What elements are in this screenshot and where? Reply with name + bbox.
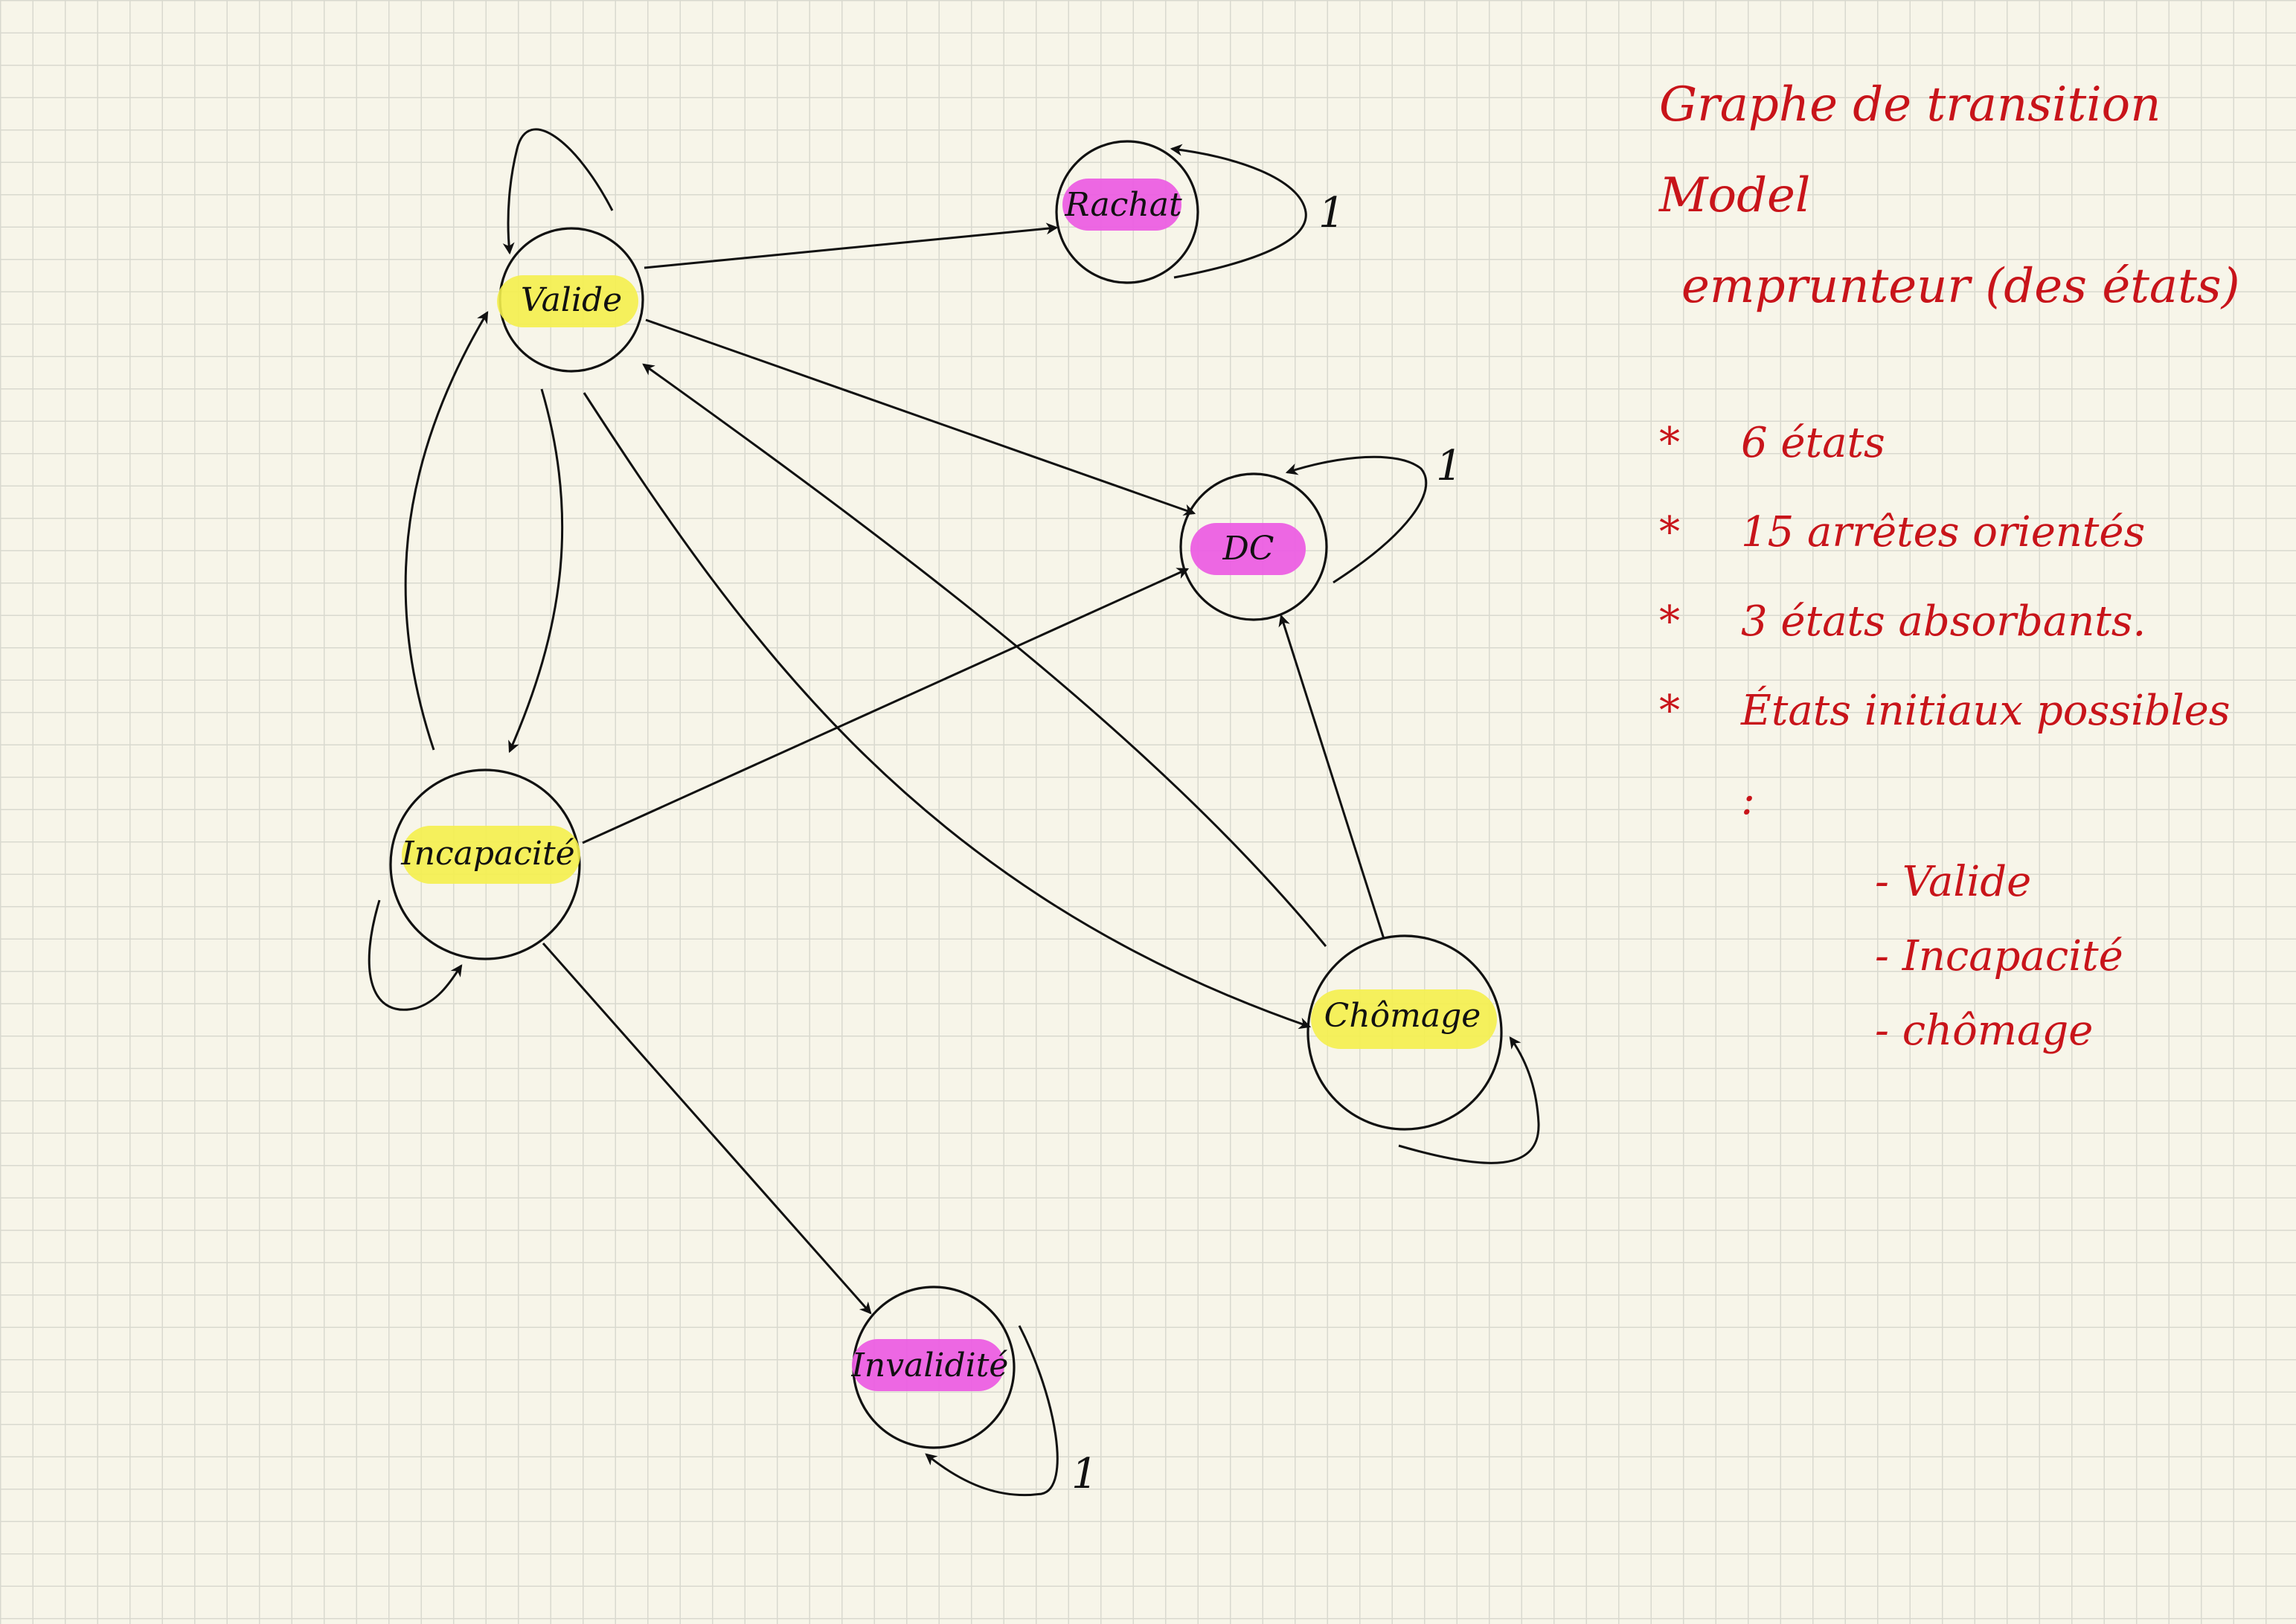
notes-title-line-1: Graphe de transition Model: [1659, 77, 2161, 223]
node-chomage-circle: [1306, 934, 1503, 1131]
bullet-star-icon: *: [1659, 419, 1680, 467]
loop-labels: 1 1 1: [1071, 189, 1463, 1498]
edge-chomage-valide: [642, 363, 1327, 947]
edge-chomage-dc: [1278, 614, 1385, 940]
edge-valide-chomage: [583, 392, 1312, 1030]
edge-dc-dc: [1285, 455, 1428, 584]
bullet-star-icon: *: [1659, 687, 1680, 735]
edge-invalidite-invalidite: [925, 1325, 1059, 1497]
node-chomage: Chômage: [1306, 934, 1503, 1131]
edge-incapacite-valide: [404, 311, 489, 751]
note-text: 6 états: [1741, 419, 1885, 467]
highlight-valide: [497, 275, 638, 327]
edge-valide-rachat: [644, 222, 1059, 269]
note-text: 15 arrêtes orientés: [1741, 508, 2146, 556]
initial-state-valide: - Valide: [1875, 858, 2032, 906]
edge-label-invalidite: 1: [1071, 1450, 1098, 1498]
label-chomage: Chômage: [1324, 997, 1481, 1035]
edge-incapacite-invalidite: [542, 943, 872, 1315]
edge-rachat-rachat: [1170, 144, 1307, 279]
bullet-star-icon: *: [1659, 597, 1680, 646]
label-valide: Valide: [521, 281, 622, 319]
note-initial-states: * États initiaux possibles :: [1659, 667, 2254, 845]
edge-valide-incapacite: [508, 388, 564, 754]
node-dc: DC: [1179, 472, 1328, 621]
label-dc: DC: [1222, 530, 1274, 568]
notes-list: * 6 états * 15 arrêtes orientés * 3 état…: [1659, 399, 2254, 1068]
node-incapacite-circle: [389, 768, 581, 960]
note-text: 3 états absorbants.: [1741, 597, 2146, 646]
label-rachat: Rachat: [1064, 186, 1182, 224]
label-invalidite: Invalidité: [851, 1347, 1009, 1384]
note-states-count: * 6 états: [1659, 399, 2254, 488]
bullet-star-icon: *: [1659, 508, 1680, 556]
label-incapacite: Incapacité: [400, 835, 574, 873]
highlight-dc: [1190, 523, 1306, 575]
edge-chomage-chomage: [1398, 1036, 1540, 1164]
edge-incapacite-incapacite: [368, 899, 463, 1011]
notes-panel: Graphe de transition Model emprunteur (d…: [1659, 60, 2254, 1068]
node-rachat-circle: [1055, 140, 1199, 284]
highlight-invalidite: [852, 1339, 1004, 1391]
node-invalidite: Invalidité: [851, 1286, 1016, 1449]
edge-incapacite-dc: [582, 568, 1190, 844]
highlight-rachat: [1062, 179, 1181, 231]
edge-valide-valide: [502, 128, 614, 255]
highlight-incapacite: [402, 826, 580, 884]
initial-state-incapacite: - Incapacité: [1875, 932, 2123, 981]
edge-label-rachat: 1: [1318, 189, 1345, 237]
note-absorbing-states: * 3 états absorbants.: [1659, 577, 2254, 667]
initial-state-chomage: - chômage: [1875, 1007, 2094, 1055]
note-text: États initiaux possibles :: [1741, 687, 2231, 824]
node-incapacite: Incapacité: [389, 768, 581, 960]
notes-title-line-2: emprunteur (des états): [1681, 259, 2240, 314]
node-valide: Valide: [497, 227, 644, 373]
node-dc-circle: [1179, 472, 1328, 621]
node-rachat: Rachat: [1055, 140, 1199, 284]
note-edges-count: * 15 arrêtes orientés: [1659, 488, 2254, 577]
highlight-chomage: [1311, 989, 1497, 1049]
edge-valide-dc: [645, 318, 1196, 516]
edge-label-dc: 1: [1436, 442, 1463, 490]
edges: [368, 128, 1540, 1497]
